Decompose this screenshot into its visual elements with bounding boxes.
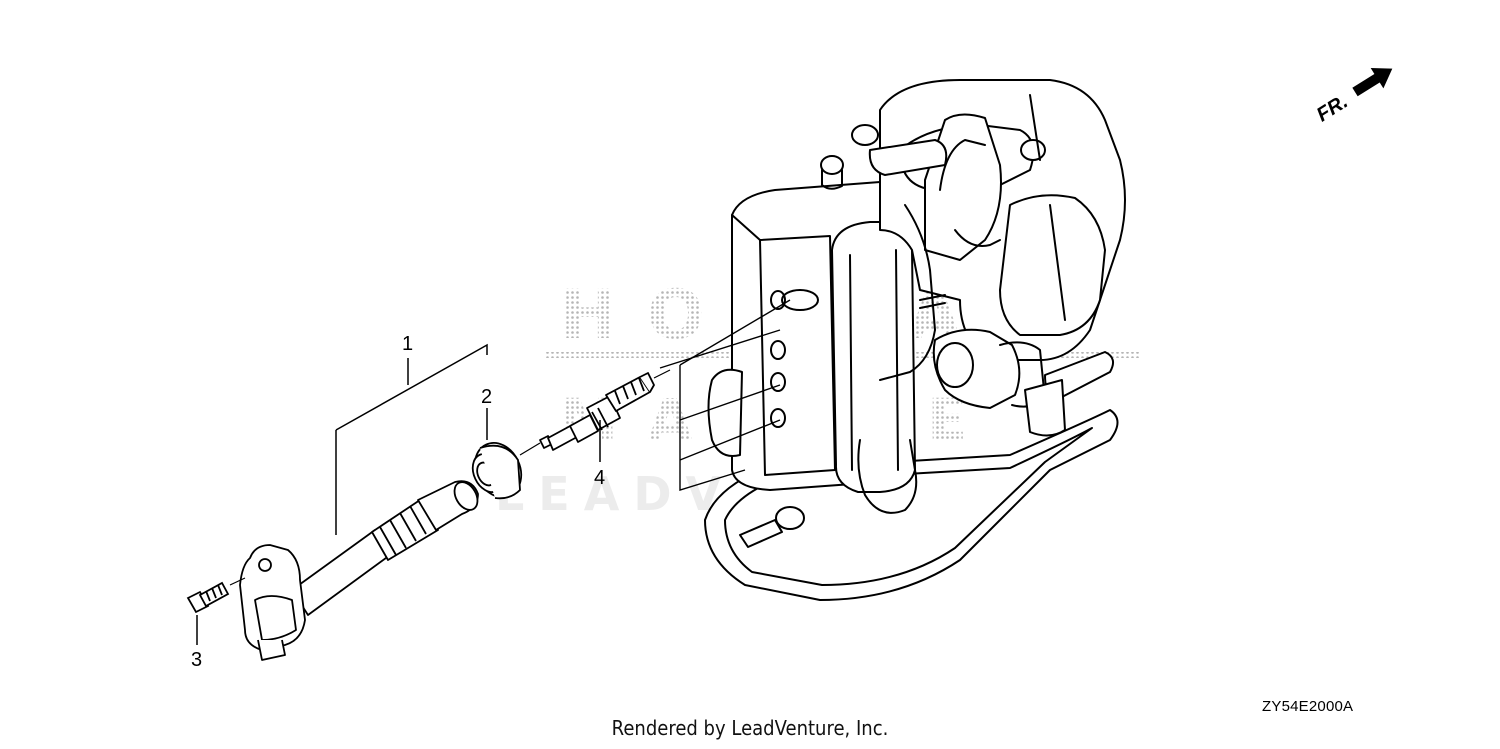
callout-1[interactable]: 1 [402,333,413,355]
front-direction-arrow-icon: FR. [1313,68,1393,127]
callout-3[interactable]: 3 [191,649,202,671]
callout-2[interactable]: 2 [481,386,492,408]
bolt [186,581,230,614]
engine-block [704,79,1126,601]
spark-plug [539,372,655,451]
extension-lines [659,299,791,491]
ignition-coil [239,480,479,661]
footer-credit: Rendered by LeadVenture, Inc. [611,716,889,740]
seal-ring [471,442,523,500]
drawing-code: ZY54E2000A [1262,698,1354,715]
callout-4[interactable]: 4 [594,467,605,489]
direction-marker: FR. [1313,91,1352,127]
leader-lines [196,343,601,645]
